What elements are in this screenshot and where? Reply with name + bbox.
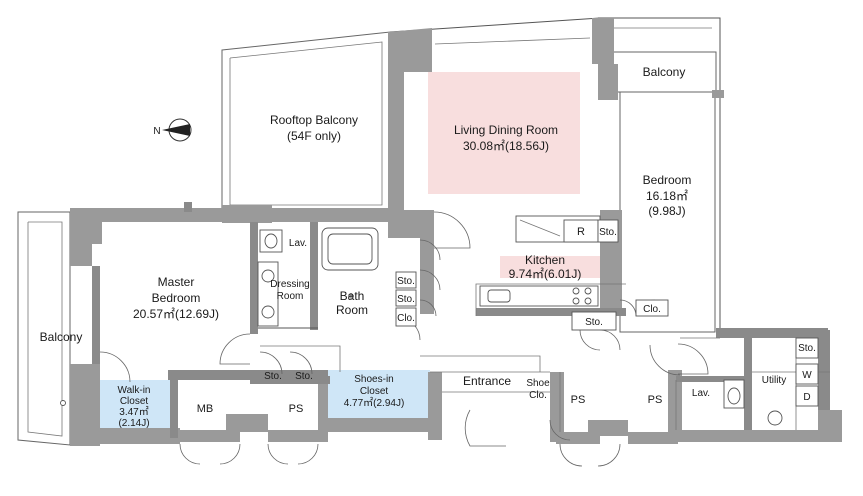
bedroom [619, 91, 716, 333]
shoe-closet-label-1: Shoe [526, 378, 550, 389]
compass-north-label: N [153, 126, 160, 137]
living-dining-label: Living Dining Room [454, 123, 558, 137]
sto-utility-label: Sto. [798, 343, 816, 354]
utility-label: Utility [762, 375, 786, 386]
walkin-closet-label-2: Closet [120, 396, 149, 407]
rooftop-balcony-label: Rooftop Balcony [270, 113, 358, 127]
bedroom-label: Bedroom [643, 173, 692, 187]
sto-hall-2-label: Sto. [295, 371, 313, 382]
clo-bedroom-label: Clo. [643, 304, 661, 315]
dryer-label: D [803, 392, 810, 403]
walkin-closet-area: 3.47㎡ [119, 406, 148, 418]
entrance-label: Entrance [463, 374, 511, 388]
shoe-closet-label-2: Clo. [529, 390, 547, 401]
sto-bath-1-label: Sto. [397, 276, 415, 287]
living-dining-room [404, 52, 600, 212]
master-bedroom-area: 20.57㎡(12.69J) [133, 307, 219, 321]
walkin-closet-tatami: (2.14J) [118, 418, 149, 429]
master-bedroom-label-2: Bedroom [152, 291, 201, 305]
shoes-in-closet-fill [328, 370, 430, 418]
master-bedroom-label-1: Master [158, 275, 195, 289]
sto-bath-2-label: Sto. [397, 294, 415, 305]
balcony-left [17, 211, 71, 446]
lav-upper-label: Lav. [289, 238, 307, 249]
rooftop-balcony-note: (54F only) [287, 129, 341, 143]
kitchen-area: 9.74㎡(6.01J) [509, 267, 582, 281]
shoes-in-closet-area: 4.77㎡(2.94J) [344, 397, 405, 409]
ps-label-3: PS [648, 394, 663, 406]
bedroom-area: 16.18㎡ [646, 189, 688, 203]
balcony-left-label: Balcony [40, 330, 83, 344]
compass: N [153, 118, 192, 142]
fridge-label: R [577, 226, 585, 238]
kitchen-label: Kitchen [525, 253, 565, 267]
sto-kitchen-bottom-label: Sto. [585, 317, 603, 328]
balcony-top [611, 51, 717, 93]
bath-room-label-1: Bath [340, 289, 365, 303]
clo-bath-label: Clo. [397, 313, 415, 324]
sto-kitchen-top-label: Sto. [599, 227, 617, 238]
balcony-top-label: Balcony [643, 65, 686, 79]
shoes-in-closet-label-1: Shoes-in [354, 374, 393, 385]
ps-label-1: PS [289, 403, 304, 415]
bath-room-label-2: Room [336, 303, 368, 317]
bedroom-tatami: (9.98J) [648, 204, 685, 218]
shoes-in-closet-label-2: Closet [360, 386, 389, 397]
walkin-closet-fill [100, 380, 170, 430]
lav-lower-label: Lav. [692, 388, 710, 399]
mb-label: MB [197, 403, 214, 415]
storage-boxes [395, 219, 819, 407]
walkin-closet-label-1: Walk-in [118, 385, 151, 396]
sto-hall-1-label: Sto. [264, 371, 282, 382]
washer-label: W [802, 370, 812, 381]
dressing-room-label-2: Room [277, 291, 304, 302]
living-dining-area: 30.08㎡(18.56J) [463, 139, 549, 153]
walls [70, 18, 842, 446]
ps-label-2: PS [571, 394, 586, 406]
dressing-room-label-1: Dressing [270, 279, 309, 290]
